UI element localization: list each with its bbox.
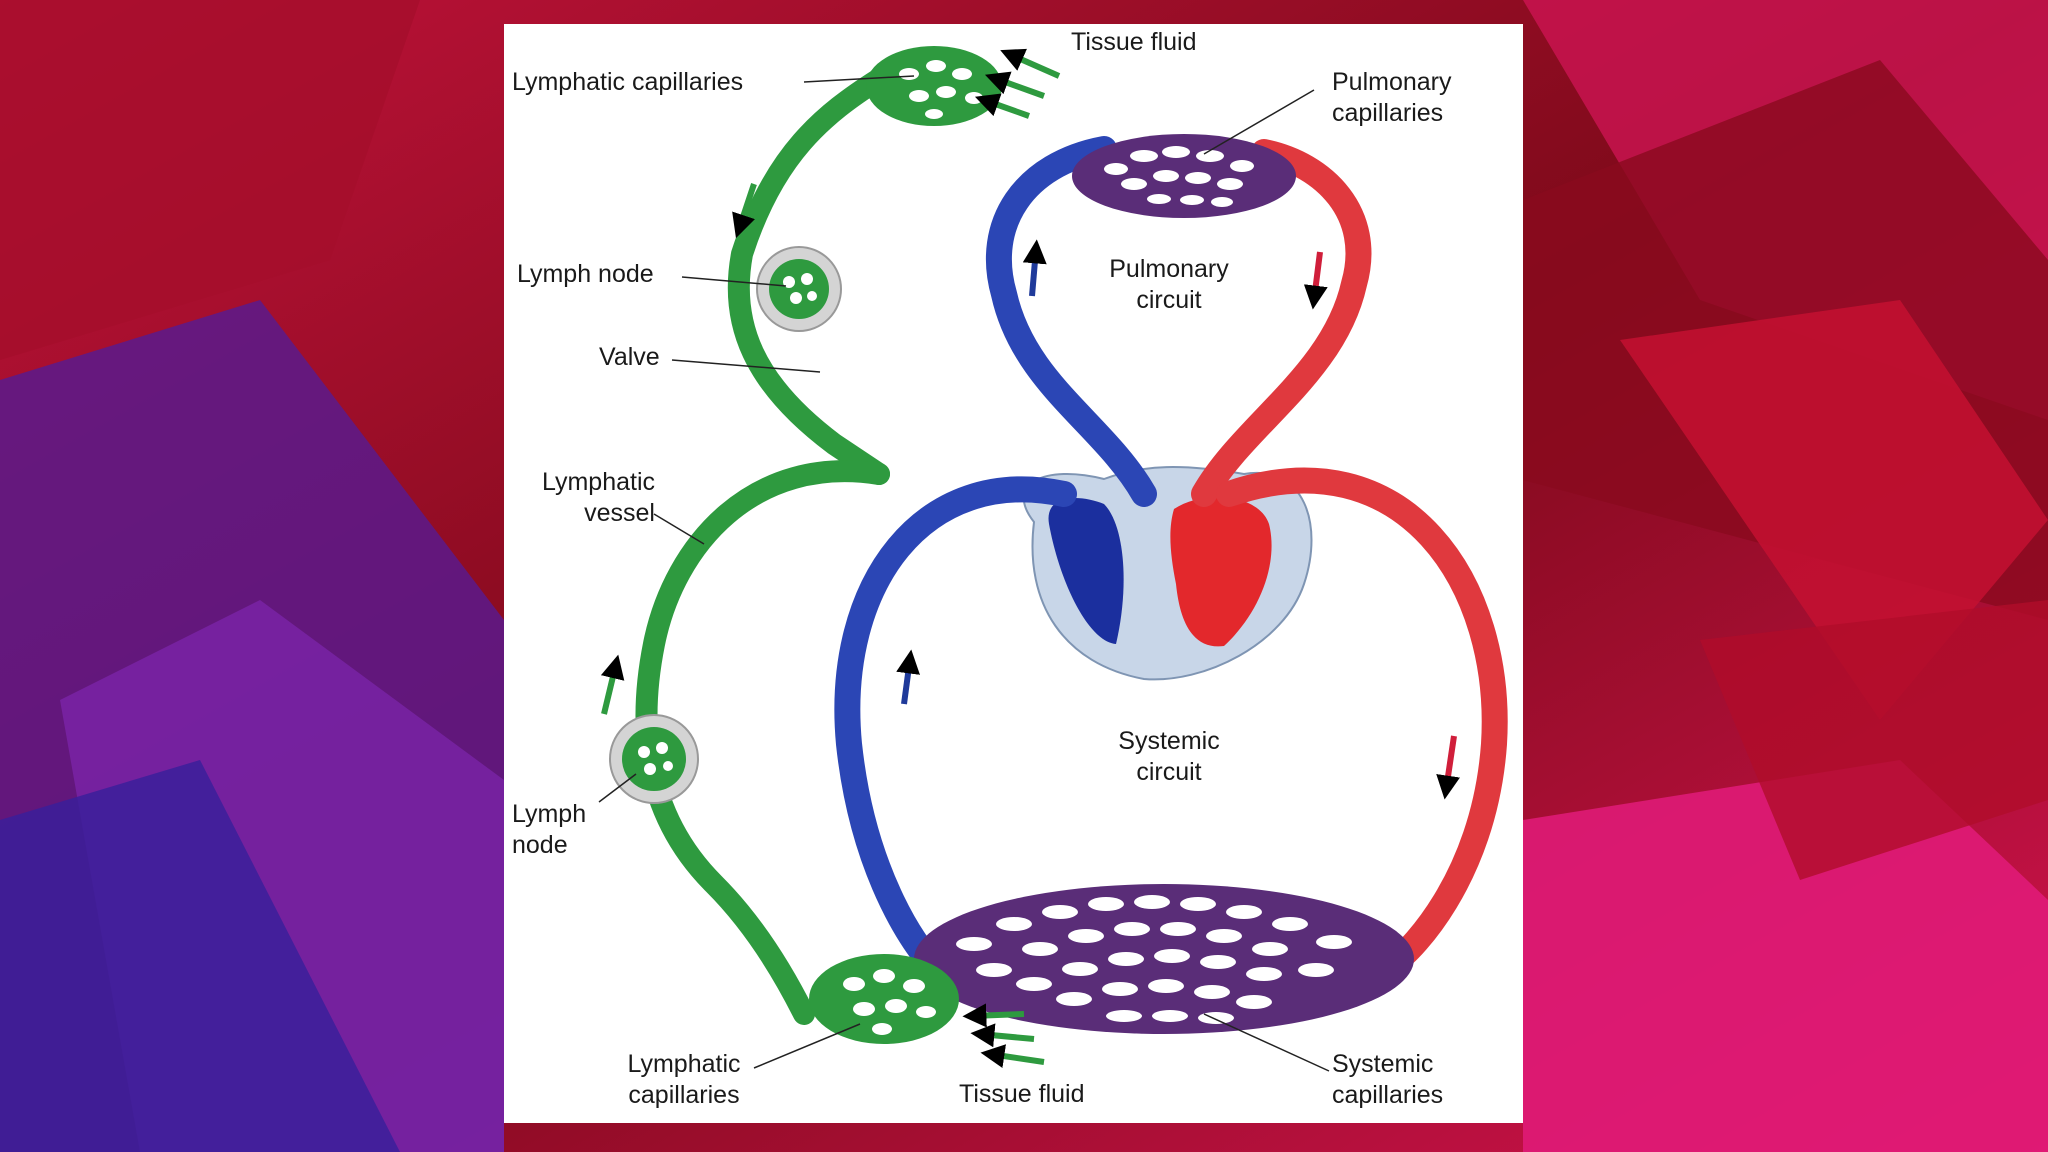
heart-right-side xyxy=(1048,498,1124,644)
leader-lines xyxy=(598,75,1330,1072)
pulmonary-capillaries-label: Pulmonary capillaries xyxy=(1332,68,1452,127)
valve-label: Valve xyxy=(599,343,660,371)
lymph-node-top-label: Lymph node xyxy=(517,260,654,288)
lymphatic-capillaries-top xyxy=(866,46,1002,126)
systemic-capillary-holes xyxy=(956,895,1352,1024)
oxygen-poor-flow-arrows xyxy=(896,239,1047,705)
systemic-circuit-label: Systemic circuit xyxy=(1118,727,1220,786)
pulmonary-capillary-bed xyxy=(1072,134,1296,218)
systemic-capillaries-label: Systemic capillaries xyxy=(1332,1050,1444,1109)
diagram-artwork xyxy=(598,46,1508,1072)
systemic-artery xyxy=(1216,467,1508,967)
lymph-node-bottom-label: Lymph node xyxy=(512,800,587,859)
lymphatic-capillaries-top-label: Lymphatic capillaries xyxy=(512,68,744,96)
pulmonary-capillary-holes xyxy=(1104,146,1254,207)
lymphatic-capillaries-bottom-label: Lymphatic capillaries xyxy=(627,1050,741,1109)
pulmonary-circuit-label: Pulmonary circuit xyxy=(1109,255,1229,314)
lymph-node-bottom-artwork xyxy=(609,714,699,804)
lymphatic-capillaries-bottom xyxy=(809,954,959,1044)
circulatory-lymphatic-diagram: Tissue fluid Lymphatic capillaries Pulmo… xyxy=(504,24,1523,1123)
heart-left-side xyxy=(1170,497,1272,647)
tissue-fluid-top-label: Tissue fluid xyxy=(1071,28,1197,56)
lymph-node-top-artwork xyxy=(756,246,842,332)
lymphatic-vessel-label: Lymphatic vessel xyxy=(541,468,655,527)
lymph-flow-arrows xyxy=(600,48,1061,1068)
tissue-fluid-bottom-label: Tissue fluid xyxy=(959,1080,1085,1108)
pulmonary-artery xyxy=(985,136,1157,507)
oxygen-rich-flow-arrows xyxy=(1303,251,1460,800)
lymphatic-vessel-upper xyxy=(727,68,890,485)
systemic-vein xyxy=(834,476,1077,967)
pulmonary-vein xyxy=(1191,139,1372,507)
